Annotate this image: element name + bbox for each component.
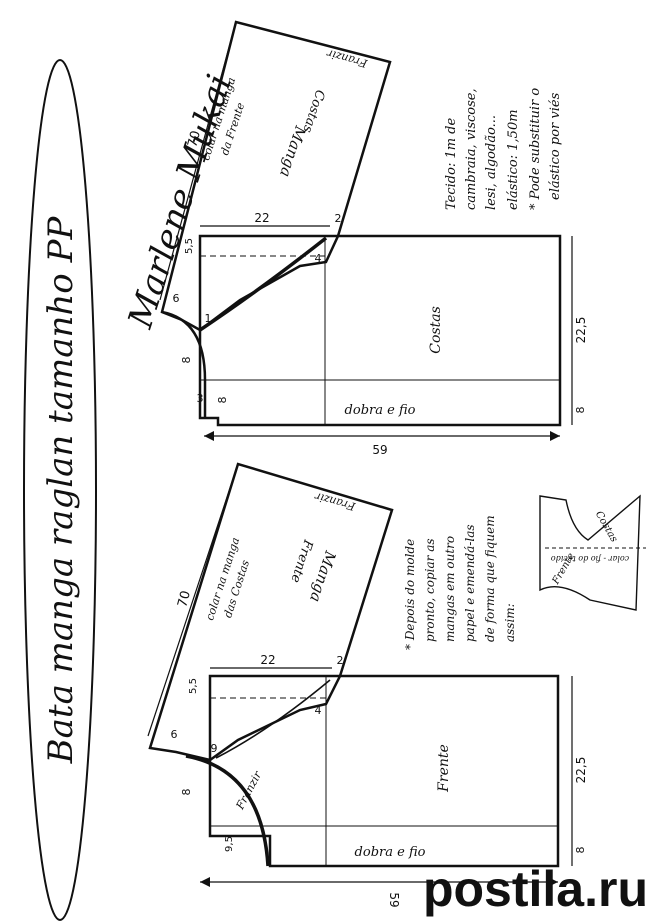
front-bottom-arrow-right: [548, 877, 558, 887]
front-raglan-seam: [215, 679, 331, 759]
front-dim-8a: 8: [180, 789, 193, 796]
front-dim-55: 5,5: [188, 678, 199, 694]
front-dim-6: 6: [171, 728, 178, 741]
back-sleeve-outline: [160, 20, 392, 332]
assembly-note-6: assim:: [503, 603, 517, 642]
assembly-note-3: mangas em outro: [443, 536, 457, 642]
back-dim-sleeve: 70: [185, 129, 204, 149]
front-dim-8b: 8: [574, 847, 587, 854]
elastic-note: elástico: 1,50m: [506, 109, 521, 210]
back-dim-4: 4: [315, 252, 322, 265]
assembly-note-4: papel e emendá-las: [463, 524, 477, 642]
front-body-outline: [208, 674, 560, 868]
substitute-note-2: elástico por viés: [548, 92, 563, 200]
front-dim-sleeve: 70: [175, 589, 194, 609]
fabric-note-1: Tecido: 1m de: [444, 117, 459, 210]
fabric-notes: Tecido: 1m de cambraia, viscose, lesi, a…: [444, 88, 563, 210]
back-dim-8a: 8: [180, 357, 193, 364]
inset-outline: [539, 494, 641, 611]
back-dim-8b: 8: [216, 397, 229, 404]
title-group: Bata manga raglan tamanho PP: [23, 59, 97, 921]
back-dim-bottom: 59: [372, 443, 387, 457]
front-dim-9: 9: [211, 742, 218, 755]
back-fold-label: dobra e fio: [345, 403, 416, 418]
back-dim-1: 1: [205, 312, 212, 325]
front-franzir-neck: Franzir: [233, 769, 265, 813]
back-bottom-arrow-left: [204, 431, 214, 441]
back-dim-right: 22,5: [574, 317, 588, 344]
back-dim-6: 6: [173, 292, 180, 305]
assembly-notes: * Depois do molde pronto, copiar as mang…: [403, 515, 517, 650]
back-body-label: Costas: [428, 306, 444, 353]
front-dim-2: 2: [337, 654, 344, 667]
fabric-note-3: lesi, algodão...: [484, 115, 499, 210]
front-neck-curve: [185, 754, 270, 867]
back-raglan-seam: [199, 236, 328, 332]
front-dim-4: 4: [315, 704, 322, 717]
back-body-outline: [198, 234, 562, 427]
front-dim-right: 22,5: [574, 757, 588, 784]
back-neck-curve: [161, 310, 207, 418]
back-dim-width: 22: [254, 211, 269, 225]
back-sleeve-sub: Costas: [299, 88, 327, 135]
watermark-text: postila.ru: [423, 861, 648, 917]
page-title: Bata manga raglan tamanho PP: [41, 216, 81, 765]
front-pattern: Manga Frente Franzir Franzir colar na ma…: [147, 462, 588, 908]
inset-right-label: Costas: [593, 509, 619, 544]
front-bottom-arrow-left: [200, 877, 210, 887]
front-dim-bottom: 59: [387, 892, 401, 907]
front-fold-label: dobra e fio: [355, 845, 426, 860]
joined-sleeve-inset: Frente Costas colar - fio do tecido: [539, 494, 646, 611]
fabric-note-2: cambraia, viscose,: [464, 88, 479, 210]
front-sleeve-sub: Frente: [287, 537, 315, 585]
assembly-note-5: de forma que fiquem: [483, 515, 497, 642]
substitute-note-1: * Pode substituir o: [528, 88, 543, 210]
back-dim-2: 2: [335, 212, 342, 225]
watermark: postila.ru: [423, 861, 648, 917]
front-sleeve-dim-line: [147, 463, 239, 737]
front-dim-95: 9,5: [224, 836, 235, 852]
back-pattern: Manga Costas Franzir colar na manga da F…: [159, 20, 588, 457]
front-sleeve-outline: [148, 462, 394, 762]
inset-center-label: colar - fio do tecido: [551, 554, 630, 563]
front-dim-width: 22: [260, 653, 275, 667]
back-dim-8c: 8: [574, 407, 587, 414]
back-sleeve-dim-line: [159, 21, 237, 301]
assembly-note-1: * Depois do molde: [403, 539, 417, 650]
back-bottom-arrow-right: [550, 431, 560, 441]
back-dim-55: 5,5: [184, 238, 195, 254]
assembly-note-2: pronto, copiar as: [423, 538, 437, 642]
back-dim-3: 3: [197, 392, 204, 405]
front-body-label: Frente: [436, 744, 452, 793]
